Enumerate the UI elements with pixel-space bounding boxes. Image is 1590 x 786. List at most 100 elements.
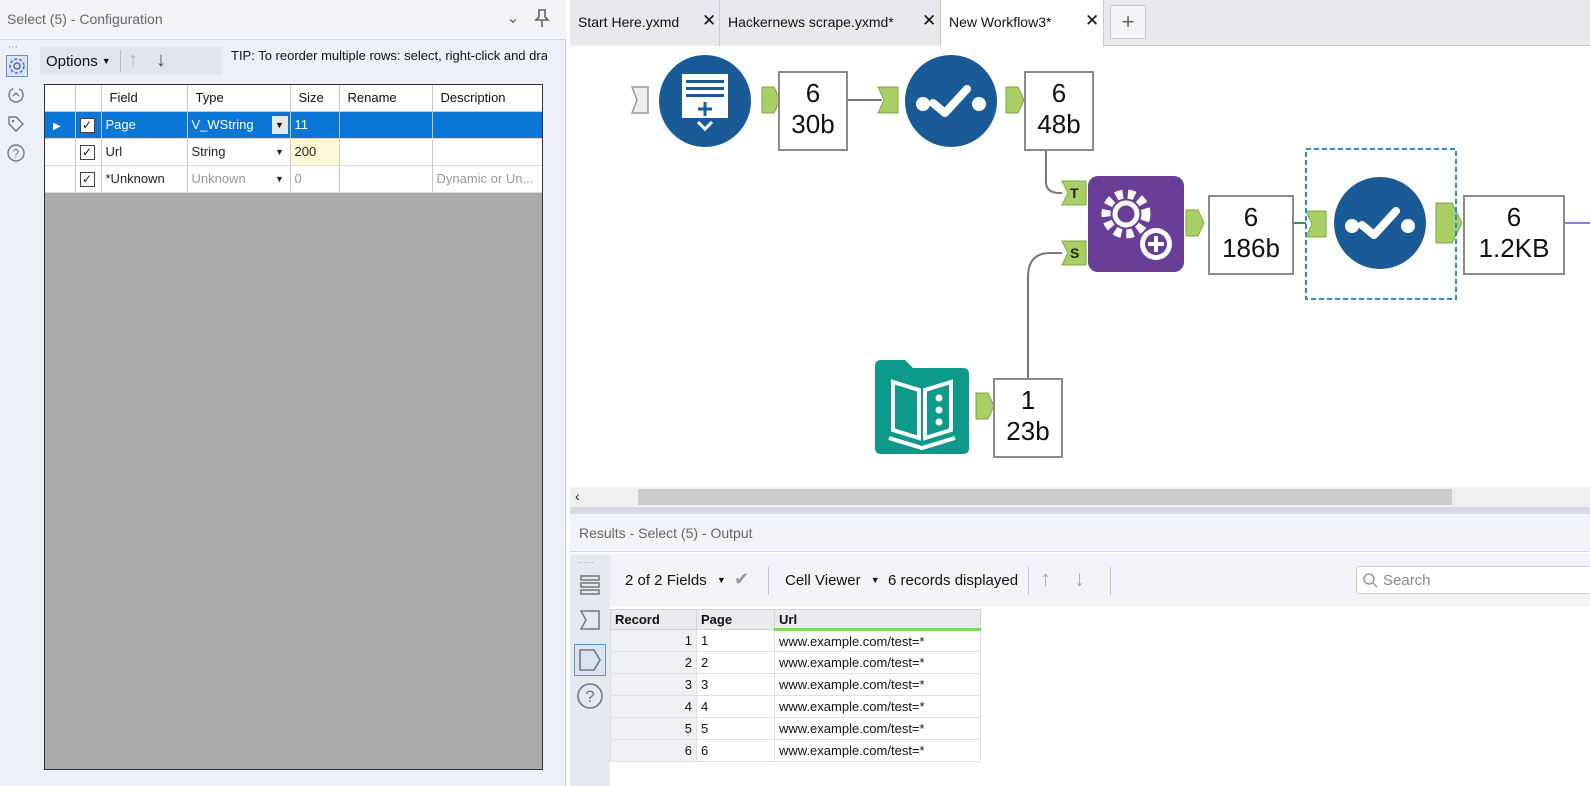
page-cell[interactable]: 3: [696, 673, 775, 696]
cell-viewer-dropdown[interactable]: Cell Viewer ▼: [785, 572, 880, 589]
output-anchor[interactable]: [761, 86, 781, 114]
select-tool-selected[interactable]: [1333, 176, 1427, 273]
url-cell[interactable]: www.example.com/test=*: [774, 629, 981, 652]
tab-new-workflow3[interactable]: New Workflow3* ✕: [941, 0, 1104, 47]
dropdown-arrow-icon[interactable]: ▼: [275, 146, 284, 157]
drag-handle[interactable]: ⋯⋯: [578, 558, 594, 567]
row-selector[interactable]: [45, 138, 76, 166]
search-box[interactable]: Search: [1356, 566, 1590, 594]
include-checkbox[interactable]: ✓: [75, 111, 102, 139]
page-cell[interactable]: 4: [696, 695, 775, 718]
input-anchor-t[interactable]: [1061, 180, 1087, 206]
column-header-record[interactable]: Record: [610, 609, 697, 630]
row-selector[interactable]: ▶: [45, 111, 76, 139]
directory-tool[interactable]: [875, 360, 969, 457]
help-icon[interactable]: ?: [576, 682, 604, 713]
column-header[interactable]: Type: [187, 85, 291, 112]
column-header[interactable]: Field: [101, 85, 188, 112]
output-anchor[interactable]: [1435, 202, 1463, 244]
field-row[interactable]: ▶ ✓ Page V_WString▼ 11: [45, 111, 542, 139]
dropdown-arrow-icon[interactable]: ▼: [271, 115, 288, 134]
url-cell[interactable]: www.example.com/test=*: [774, 717, 981, 740]
size-cell[interactable]: 0: [290, 165, 340, 193]
options-dropdown[interactable]: Options▼: [46, 53, 111, 70]
url-cell[interactable]: www.example.com/test=*: [774, 695, 981, 718]
scroll-down-button[interactable]: ↓: [1074, 566, 1085, 591]
select-tool[interactable]: [904, 54, 998, 151]
input-anchor[interactable]: [877, 86, 899, 114]
url-cell[interactable]: www.example.com/test=*: [774, 673, 981, 696]
move-up-button[interactable]: ↑: [128, 49, 138, 71]
row-selector[interactable]: [45, 165, 76, 193]
page-cell[interactable]: 5: [696, 717, 775, 740]
tag-icon[interactable]: [6, 114, 28, 136]
move-down-button[interactable]: ↓: [156, 49, 166, 71]
pin-icon[interactable]: [532, 8, 552, 30]
dropdown-arrow-icon[interactable]: ▼: [275, 173, 284, 184]
field-row[interactable]: ✓ Url String▼ 200: [45, 138, 542, 166]
input-anchor-s[interactable]: [1061, 240, 1087, 266]
list-icon[interactable]: [579, 574, 601, 599]
description-cell[interactable]: Dynamic or Un...: [432, 165, 542, 193]
rename-cell[interactable]: [339, 111, 433, 139]
text-input-tool[interactable]: [658, 54, 752, 151]
scroll-left-icon[interactable]: ‹: [575, 488, 580, 504]
input-anchor-icon[interactable]: [579, 609, 601, 634]
size-cell[interactable]: 200: [290, 138, 340, 166]
checkmark-icon[interactable]: ✓: [79, 117, 95, 133]
scrollbar-thumb[interactable]: [638, 489, 1452, 505]
input-anchor[interactable]: [1305, 210, 1327, 238]
column-header-page[interactable]: Page: [696, 609, 775, 630]
column-header[interactable]: Rename: [339, 85, 433, 112]
horizontal-scrollbar[interactable]: ‹: [570, 487, 1590, 507]
page-cell[interactable]: 6: [696, 739, 775, 762]
column-header[interactable]: Size: [290, 85, 340, 112]
close-icon[interactable]: ✕: [922, 11, 937, 30]
description-cell[interactable]: [432, 138, 542, 166]
url-cell[interactable]: www.example.com/test=*: [774, 739, 981, 762]
rename-cell[interactable]: [339, 165, 433, 193]
type-dropdown[interactable]: Unknown▼: [187, 165, 291, 193]
new-tab-button[interactable]: +: [1110, 5, 1146, 39]
scroll-up-button[interactable]: ↑: [1040, 566, 1051, 591]
workflow-canvas[interactable]: T S: [570, 47, 1590, 487]
tab-hackernews-scrape[interactable]: Hackernews scrape.yxmd* ✕: [720, 0, 941, 46]
column-header-url[interactable]: Url: [774, 609, 981, 631]
chevron-down-icon[interactable]: ⌄: [506, 10, 520, 27]
page-cell[interactable]: 1: [696, 629, 775, 652]
page-cell[interactable]: 2: [696, 651, 775, 674]
close-icon[interactable]: ✕: [702, 11, 717, 30]
output-anchor[interactable]: [975, 392, 995, 420]
append-fields-tool[interactable]: [1088, 176, 1184, 275]
close-icon[interactable]: ✕: [1085, 11, 1100, 30]
field-row[interactable]: ✓ *Unknown Unknown▼ 0 Dynamic or Un...: [45, 165, 542, 193]
rename-cell[interactable]: [339, 138, 433, 166]
input-anchor[interactable]: [630, 86, 649, 114]
checkmark-icon[interactable]: ✓: [79, 144, 95, 160]
url-cell[interactable]: www.example.com/test=*: [774, 651, 981, 674]
checkmark-icon[interactable]: ✓: [79, 171, 95, 187]
tab-start-here[interactable]: Start Here.yxmd ✕: [570, 0, 720, 46]
output-anchor-icon[interactable]: [574, 644, 606, 676]
help-icon[interactable]: ?: [6, 143, 28, 165]
apply-check-icon[interactable]: ✔: [734, 569, 750, 589]
fields-dropdown[interactable]: 2 of 2 Fields ▼: [625, 572, 726, 589]
include-checkbox[interactable]: ✓: [75, 165, 102, 193]
drag-handle[interactable]: ⋯: [8, 42, 19, 53]
output-anchor[interactable]: [1185, 209, 1205, 237]
type-dropdown[interactable]: V_WString▼: [187, 111, 291, 139]
size-cell[interactable]: 11: [290, 111, 340, 139]
description-cell[interactable]: [432, 111, 542, 139]
include-checkbox[interactable]: ✓: [75, 138, 102, 166]
column-header[interactable]: Description: [432, 85, 542, 112]
gear-icon[interactable]: [6, 55, 28, 77]
annotation-icon[interactable]: [6, 85, 28, 107]
panel-splitter[interactable]: [570, 507, 1590, 514]
type-dropdown[interactable]: String▼: [187, 138, 291, 166]
